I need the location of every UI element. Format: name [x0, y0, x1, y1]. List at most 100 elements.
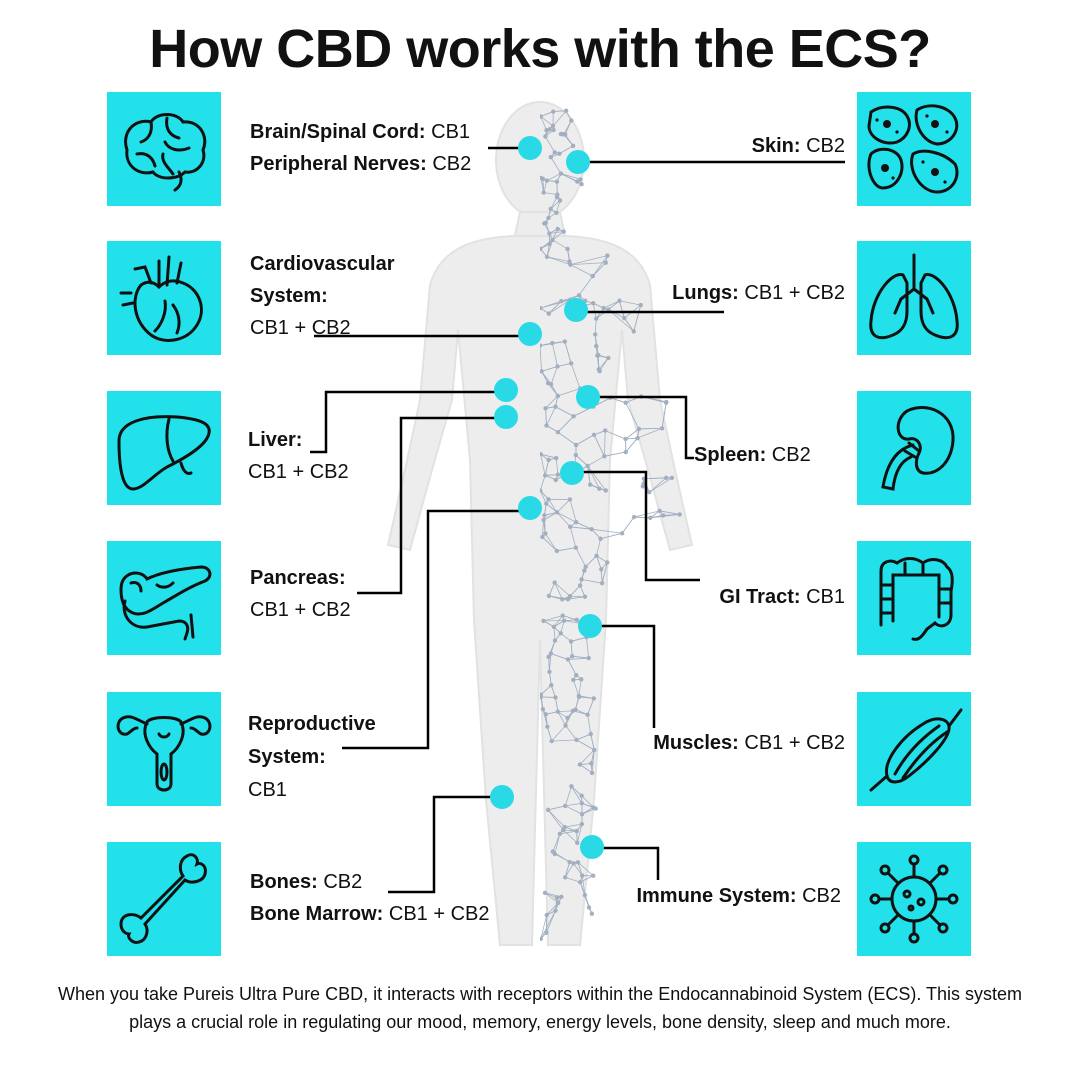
mesh-line	[554, 582, 563, 600]
mesh-line	[625, 428, 640, 440]
mesh-node	[555, 192, 560, 197]
mesh-line	[619, 300, 641, 306]
mesh-line	[576, 733, 591, 741]
mesh-line	[557, 431, 577, 446]
mesh-node	[550, 849, 556, 854]
mesh-line	[557, 710, 573, 713]
label-bones: Bones: CB2 Bone Marrow: CB1 + CB2	[250, 871, 490, 925]
mesh-line	[564, 341, 572, 364]
mesh-line	[546, 726, 553, 742]
mesh-line	[591, 528, 623, 534]
mesh-node	[585, 463, 590, 469]
mesh-line	[565, 802, 582, 807]
mesh-line	[555, 458, 559, 475]
mesh-node	[568, 361, 574, 366]
mesh-node	[551, 624, 557, 629]
mesh-line	[543, 515, 546, 534]
mesh-line	[575, 695, 580, 710]
mesh-line	[554, 833, 561, 854]
mesh-node	[547, 241, 552, 247]
mesh-line	[549, 231, 564, 234]
mesh-line	[548, 805, 566, 811]
mesh-line	[603, 300, 620, 309]
mesh-node	[554, 895, 560, 901]
mesh-line	[625, 437, 638, 453]
virus-icon	[857, 842, 971, 956]
mesh-line	[621, 516, 635, 534]
mesh-line	[540, 453, 557, 459]
mesh-node	[549, 738, 554, 744]
dot-gi	[560, 461, 584, 485]
dot-pancreas	[494, 405, 518, 429]
mesh-line	[576, 521, 592, 530]
mesh-line	[564, 786, 572, 807]
mesh-line	[546, 173, 562, 181]
mesh-node	[567, 497, 573, 502]
mesh-line	[552, 231, 564, 241]
mesh-node	[569, 118, 574, 123]
mesh-node	[659, 426, 665, 431]
mesh-line	[596, 538, 601, 556]
mesh-line	[546, 406, 556, 426]
mesh-line	[579, 875, 594, 883]
mesh-node	[573, 442, 579, 448]
mesh-node	[562, 875, 568, 880]
mesh-line	[581, 566, 587, 580]
mesh-line	[571, 786, 583, 804]
mesh-line	[546, 239, 553, 257]
mesh-line	[540, 910, 556, 940]
mesh-line	[661, 402, 667, 429]
mesh-node	[579, 577, 584, 582]
mesh-line	[540, 454, 546, 476]
mesh-node	[603, 428, 608, 433]
mesh-line	[551, 342, 558, 367]
mesh-node	[552, 580, 557, 585]
mesh-line	[540, 111, 554, 117]
mesh-line	[550, 156, 562, 174]
mesh-line	[564, 861, 570, 878]
mesh-line	[570, 262, 606, 266]
mesh-line	[638, 427, 663, 430]
mesh-line	[600, 569, 603, 584]
mesh-line	[543, 512, 558, 521]
mesh-line	[552, 833, 561, 852]
mesh-line	[548, 595, 563, 600]
mesh-line	[573, 863, 583, 876]
mesh-line	[567, 657, 589, 660]
mesh-line	[578, 695, 594, 699]
mesh-line	[581, 795, 594, 808]
mesh-line	[557, 416, 574, 433]
dot-muscles	[578, 614, 602, 638]
spleen-icon	[857, 391, 971, 505]
mesh-line	[592, 262, 607, 277]
mesh-node	[540, 488, 543, 493]
mesh-line	[576, 824, 583, 843]
mesh-line	[544, 892, 559, 904]
mesh-line	[555, 697, 559, 712]
dot-spleen	[576, 385, 600, 409]
label-brain: Brain/Spinal Cord: CB1 Peripheral Nerves…	[250, 121, 472, 175]
mesh-line	[557, 362, 572, 367]
mesh-line	[591, 749, 595, 773]
mesh-line	[570, 363, 581, 389]
mesh-line	[546, 256, 570, 263]
mesh-line	[565, 805, 583, 815]
mesh-line	[570, 526, 592, 530]
dot-lungs	[564, 298, 588, 322]
mesh-line	[575, 434, 595, 446]
liver-icon	[107, 391, 221, 505]
mesh-node	[605, 253, 610, 258]
mesh-line	[552, 851, 570, 863]
mesh-line	[560, 173, 581, 180]
mesh-node	[623, 400, 628, 405]
mesh-line	[556, 547, 576, 552]
label-muscles: Muscles: CB1 + CB2	[653, 732, 845, 754]
mesh-node	[557, 831, 563, 837]
mesh-line	[559, 145, 574, 155]
mesh-node	[553, 477, 559, 483]
mesh-line	[547, 809, 565, 828]
mesh-line	[540, 116, 547, 131]
mesh-line	[587, 465, 600, 489]
mesh-line	[596, 555, 602, 570]
footer-description: When you take Pureis Ultra Pure CBD, it …	[57, 984, 1023, 1032]
